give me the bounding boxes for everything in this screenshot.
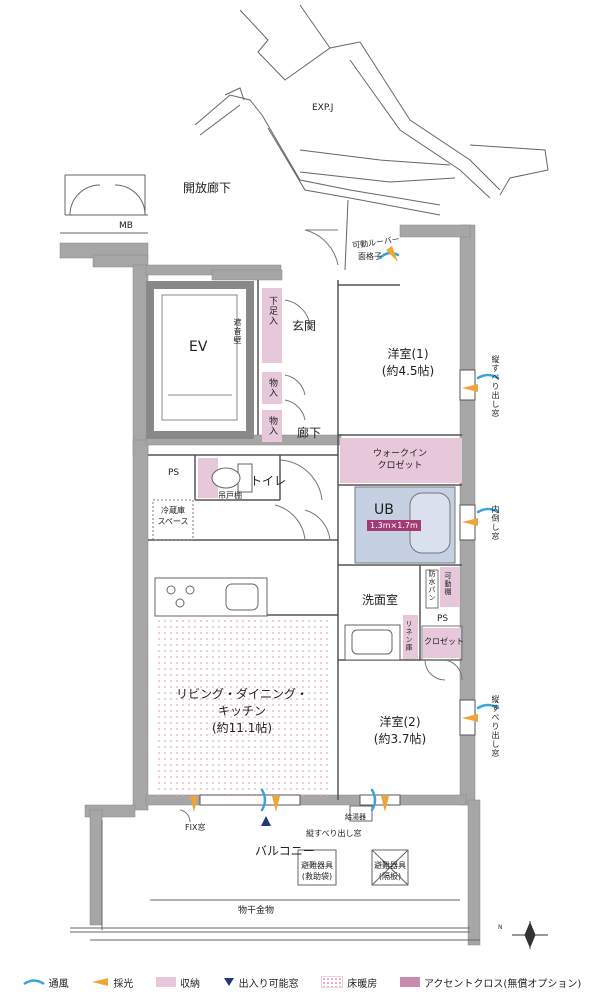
floor-heating-zone [155, 618, 330, 796]
legend: 通風 採光 収納 出入り可能窓 床暖房 アクセントクロス(無償オプション) [0, 968, 604, 996]
ub-label: UB [374, 502, 394, 518]
soundproof-wall-label: 遮音壁 [233, 318, 242, 345]
balcony-label: バルコニー [255, 844, 315, 858]
waterproof-pan-label: 防水パン [428, 570, 436, 602]
storage-2-label: 物入 [267, 416, 277, 436]
north-compass [512, 921, 548, 949]
kitchen-counter [154, 577, 268, 617]
linen-shelf-label: リネン庫 [405, 620, 413, 652]
walkin-line2: クロゼット [377, 461, 423, 471]
north-label: N [498, 924, 503, 931]
bedroom1-size: (約4.5帖) [381, 364, 435, 378]
bedroom2-name: 洋室(2) [379, 715, 421, 729]
legend-daylight-label: 採光 [113, 978, 134, 990]
closet-outline [421, 625, 463, 661]
access-window-marker [261, 816, 271, 826]
lattice-label: 面格子 [358, 252, 382, 261]
washbasin [344, 624, 401, 661]
legend-storage-label: 収納 [179, 978, 200, 990]
storage-areas [198, 288, 462, 659]
evac2-line2: (隔板) [378, 872, 402, 881]
entrance-label: 玄関 [292, 319, 317, 333]
window-slide-1-label: 縦すべり出し窓 [491, 355, 500, 418]
triangle-down-icon [223, 978, 234, 986]
daylight-arrows [190, 246, 478, 812]
closet-label: クロゼット [424, 637, 464, 646]
evac2-line1: 避難器具 [374, 861, 406, 870]
ub-size-badge: 1.3m×1.7m [367, 520, 421, 531]
hanging-shelf-label: 吊戸棚 [218, 491, 242, 500]
common-area-lines [60, 4, 549, 271]
legend-accent-cloth-label: アクセントクロス(無償オプション) [423, 978, 582, 990]
structural-walls [59, 224, 481, 946]
water-heater-label: 給湯器 [345, 813, 366, 821]
balcony-lines [70, 805, 480, 941]
ldk-line1: リビング・ダイニング・ [175, 687, 308, 701]
fridge-space-box [152, 499, 194, 541]
laundry-label: 物干金物 [238, 906, 275, 916]
legend-ventilation-label: 通風 [48, 978, 69, 990]
evac1-line1: 避難器具 [301, 861, 333, 870]
toilet-bowl [211, 463, 253, 493]
bedroom1-name: 洋室(1) [387, 347, 429, 361]
shoe-box-label: 下足入 [267, 296, 277, 326]
ldk-line2: キッチン [217, 704, 266, 718]
evac1-line2: (救助袋) [301, 872, 333, 881]
ventilation-arrows [260, 251, 500, 812]
legend-floor-heating-label: 床暖房 [347, 978, 378, 990]
fridge-line1: 冷蔵庫 [161, 506, 185, 515]
ldk-size: (約11.1帖) [211, 721, 273, 735]
legend-door-access: 出入り可能窓 [223, 975, 299, 990]
fridge-line2: スペース [157, 517, 189, 526]
ps-1-label: PS [168, 468, 180, 478]
exp-j-label: EXP.J [312, 103, 334, 113]
legend-storage: 収納 [155, 975, 200, 990]
legend-door-access-label: 出入り可能窓 [238, 978, 299, 990]
floor-heating-swatch-icon [321, 976, 344, 988]
washroom-label: 洗面室 [362, 593, 399, 607]
interior-partitions [148, 280, 462, 800]
ventilation-icon [22, 979, 45, 986]
accent-swatch-icon [399, 977, 420, 987]
door-swings [179, 229, 463, 823]
daylight-icon [92, 978, 109, 986]
ps-2-label: PS [437, 614, 449, 624]
waterproof-pan-box [425, 569, 439, 609]
bedroom2-size: (約3.7帖) [373, 732, 427, 746]
legend-floor-heating: 床暖房 [321, 975, 377, 990]
movable-shelf-label: 可動棚 [444, 572, 452, 596]
window-slide-3-label: 縦すべり出し窓 [306, 829, 362, 838]
open-corridor-label: 開放廊下 [183, 181, 232, 195]
fix-window-label: FIX窓 [185, 823, 206, 832]
storage-1-label: 物入 [267, 378, 277, 398]
legend-ventilation: 通風 [22, 975, 69, 990]
window-tilt-label: 内倒し窓 [491, 505, 500, 541]
window-slide-2-label: 縦すべり出し窓 [491, 695, 500, 758]
elevator-shaft [146, 281, 254, 439]
storage-swatch-icon [155, 977, 176, 987]
toilet-label: トイレ [250, 474, 287, 488]
walkin-line1: ウォークイン [372, 449, 427, 459]
hallway-label: 廊下 [297, 426, 322, 440]
mb-label: MB [119, 221, 133, 231]
legend-accent-cloth: アクセントクロス(無償オプション) [399, 975, 582, 990]
ev-label: EV [189, 339, 208, 355]
legend-daylight: 採光 [91, 975, 133, 990]
